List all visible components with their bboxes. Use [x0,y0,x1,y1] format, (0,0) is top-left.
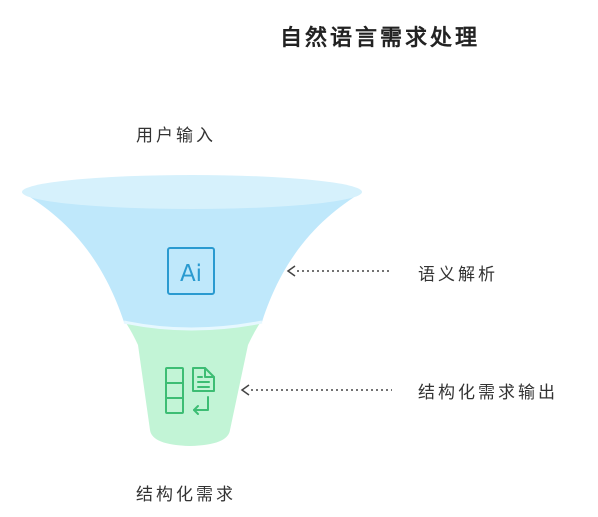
stage-label-semantic: 语义解析 [418,265,498,285]
arrow-structured [240,384,392,396]
page-title: 自然语言需求处理 [279,25,480,51]
svg-text:Ai: Ai [180,261,202,287]
funnel-rim [22,175,362,209]
output-label: 结构化需求 [136,485,236,505]
stage-label-structured: 结构化需求输出 [418,383,558,403]
funnel-stage-semantic [22,192,362,329]
funnel-divider [123,320,263,331]
structured-data-icon [165,367,215,415]
input-label: 用户输入 [136,126,216,146]
arrow-semantic [286,265,392,277]
ai-icon: Ai [167,247,215,295]
